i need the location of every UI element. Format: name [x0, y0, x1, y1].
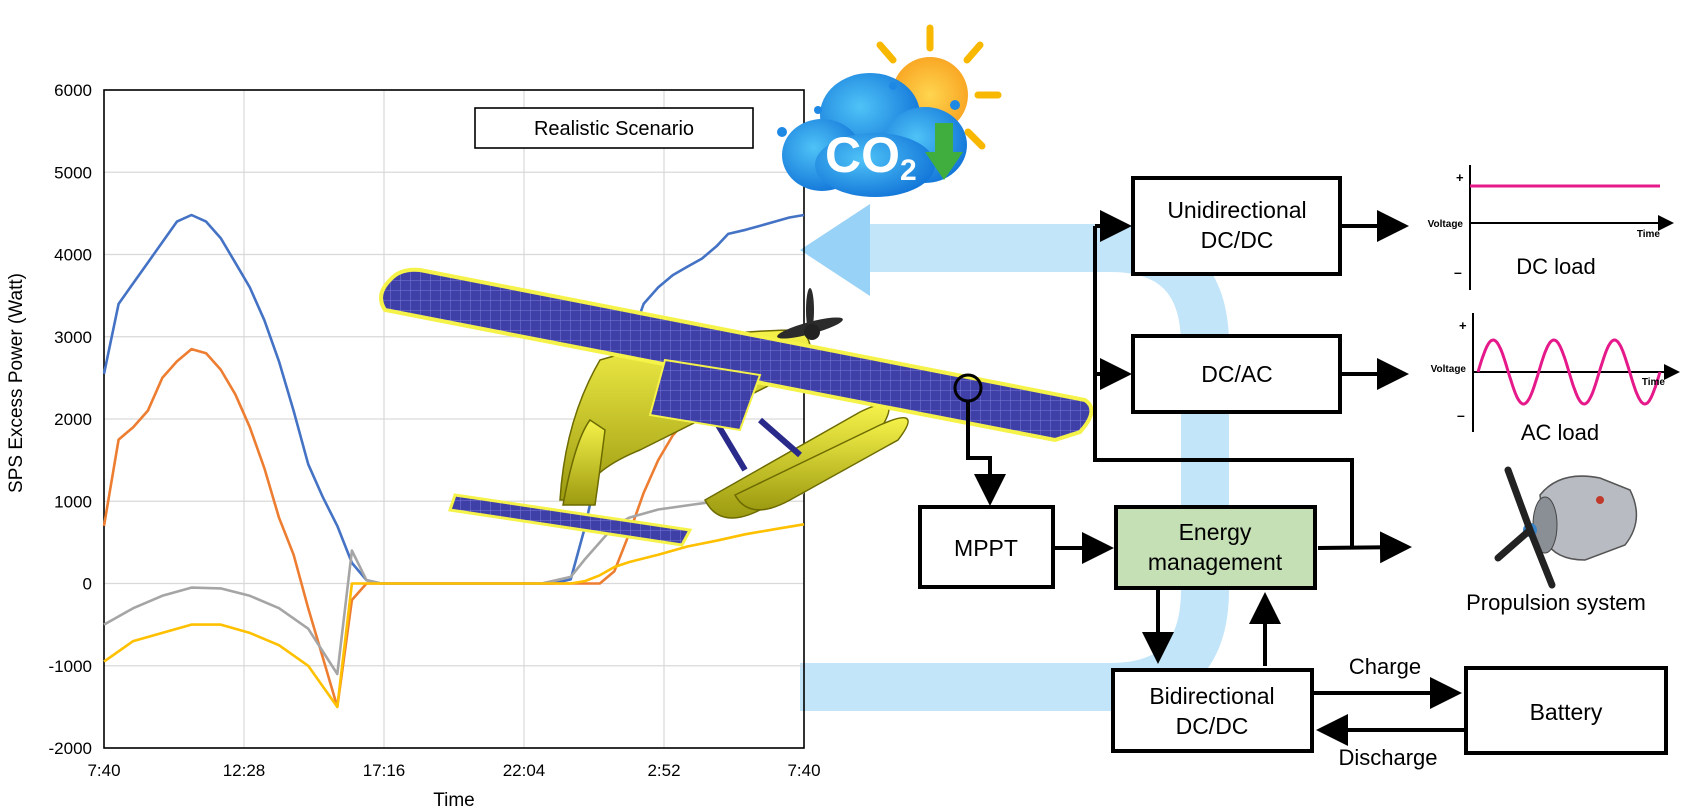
dc-time-axis: Time — [1637, 229, 1661, 240]
x-tick-label: 22:04 — [503, 761, 546, 780]
mppt-label: MPPT — [954, 535, 1018, 561]
y-tick-label: 4000 — [54, 246, 92, 265]
dc-plus: + — [1456, 170, 1464, 185]
x-tick-label: 12:28 — [223, 761, 266, 780]
ac-load-label: AC load — [1521, 420, 1599, 445]
down-arrow-icon — [925, 123, 963, 180]
mppt-block: MPPT — [918, 505, 1055, 589]
dc-voltage-axis: Voltage — [1428, 219, 1464, 230]
y-tick-label: 0 — [83, 575, 92, 594]
scenario-box — [474, 107, 754, 149]
series-line-4 — [103, 523, 805, 709]
x-tick-label: 7:40 — [87, 761, 120, 780]
discharge-label: Discharge — [1338, 745, 1437, 770]
connections — [966, 210, 1465, 746]
ac-time-axis: Time — [1642, 377, 1666, 388]
propulsion-label: Propulsion system — [1466, 590, 1646, 615]
y-tick-label: 3000 — [54, 328, 92, 347]
y-axis-ticks: 6000 5000 4000 3000 2000 1000 0 -1000 -2000 — [49, 81, 92, 758]
plot-frame — [103, 89, 805, 749]
x-tick-label: 2:52 — [647, 761, 680, 780]
co2-sun-icon: CO2 — [777, 24, 1002, 197]
y-tick-label: 5000 — [54, 163, 92, 182]
y-tick-label: 1000 — [54, 492, 92, 511]
battery-block: Battery — [1464, 666, 1668, 755]
ac-plus: + — [1459, 318, 1467, 333]
co2-label: CO2 — [825, 127, 917, 187]
ac-voltage-axis: Voltage — [1431, 364, 1467, 375]
power-chart: 6000 5000 4000 3000 2000 1000 0 -1000 -2000 7:40… — [6, 81, 821, 811]
dc-minus: – — [1454, 264, 1462, 280]
x-tick-label: 17:16 — [363, 761, 406, 780]
propulsion-motor-icon — [1494, 466, 1638, 589]
dcac-block: DC/AC — [1131, 334, 1342, 414]
ac-minus: – — [1457, 407, 1465, 423]
y-tick-label: 6000 — [54, 81, 92, 100]
solar-aircraft-illustration — [379, 267, 1094, 547]
dcac-label: DC/AC — [1201, 361, 1273, 387]
battery-label: Battery — [1530, 699, 1603, 725]
ac-load-plot: + – Voltage Time AC load — [1431, 313, 1680, 445]
propeller-icon — [777, 288, 843, 340]
y-tick-label: -1000 — [49, 657, 92, 676]
x-axis-ticks: 7:40 12:28 17:16 22:04 2:52 7:40 — [87, 761, 820, 780]
y-axis-label: SPS Excess Power (Watt) — [6, 273, 27, 493]
dc-load-plot: + – Voltage Time DC load — [1428, 165, 1674, 290]
ac-voltage-trace — [1476, 338, 1662, 406]
y-tick-label: 2000 — [54, 410, 92, 429]
dc-load-label: DC load — [1516, 254, 1595, 279]
cloud-icon — [777, 73, 967, 197]
charge-label: Charge — [1349, 654, 1421, 679]
y-tick-label: -2000 — [49, 739, 92, 758]
x-axis-label: Time — [433, 790, 475, 811]
x-tick-label: 7:40 — [787, 761, 820, 780]
scenario-label: Realistic Scenario — [534, 118, 694, 140]
